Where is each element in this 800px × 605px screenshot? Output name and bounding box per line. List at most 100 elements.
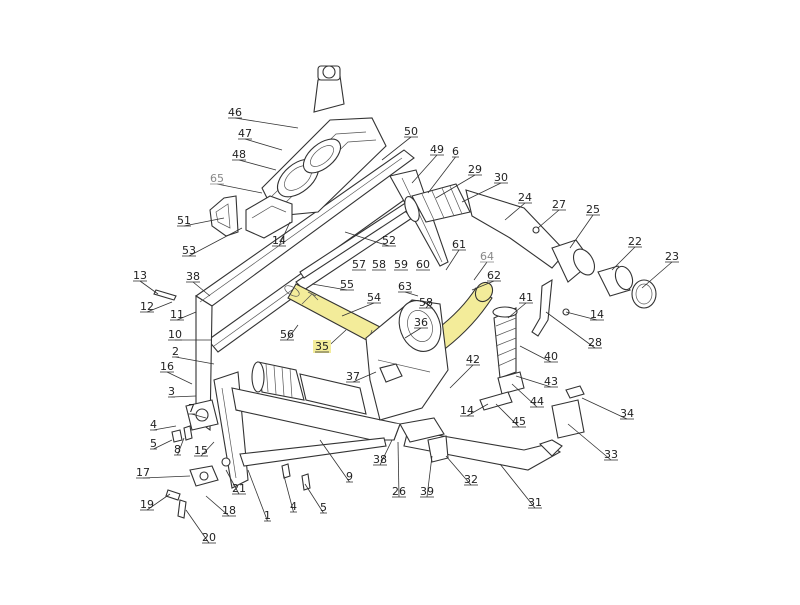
callout-leader-44	[511, 383, 538, 408]
callout-number-18[interactable]: 18	[222, 504, 236, 517]
callout-number-64[interactable]: 64	[480, 250, 494, 263]
callout-number-41[interactable]: 41	[519, 291, 533, 304]
callout-number-27[interactable]: 27	[552, 198, 566, 211]
callout-number-47[interactable]: 47	[238, 127, 252, 140]
callout-number-61[interactable]: 61	[452, 238, 466, 251]
callout-number-46[interactable]: 46	[228, 106, 242, 119]
callout-number-23[interactable]: 23	[665, 250, 679, 263]
callout-number-5[interactable]: 5	[150, 437, 157, 450]
callout-leader-29	[435, 174, 476, 199]
callout-number-63[interactable]: 63	[398, 280, 412, 293]
callout-leader-43	[515, 375, 552, 388]
callout-leader-53	[188, 227, 243, 257]
callout-number-56[interactable]: 56	[280, 328, 294, 341]
callout-number-44[interactable]: 44	[530, 395, 544, 408]
callout-number-5[interactable]: 5	[320, 501, 327, 514]
callout-leader-8	[177, 437, 185, 456]
callout-number-35[interactable]: 35	[315, 340, 329, 353]
callout-leader-54	[341, 302, 375, 317]
callout-number-2[interactable]: 2	[172, 345, 179, 358]
callout-leader-27	[537, 209, 560, 229]
callout-number-62[interactable]: 62	[487, 269, 501, 282]
callout-number-34[interactable]: 34	[620, 407, 634, 420]
callout-number-29[interactable]: 29	[468, 163, 482, 176]
callout-number-9[interactable]: 9	[346, 470, 353, 483]
callout-leader-17	[142, 475, 191, 479]
callout-number-33[interactable]: 33	[604, 448, 618, 461]
callout-number-36[interactable]: 36	[414, 316, 428, 329]
callout-leader-16	[166, 371, 193, 385]
callout-number-39[interactable]: 39	[420, 485, 434, 498]
callout-leader-33	[567, 423, 612, 461]
callout-leader-3	[171, 395, 197, 398]
callout-number-48[interactable]: 48	[232, 148, 246, 161]
hose-right-top	[404, 183, 567, 269]
callout-number-19[interactable]: 19	[140, 498, 154, 511]
callout-leader-41	[507, 302, 527, 319]
callout-number-25[interactable]: 25	[586, 203, 600, 216]
callout-number-37[interactable]: 37	[346, 370, 360, 383]
callout-number-49[interactable]: 49	[430, 143, 444, 156]
callout-leader-38	[379, 439, 393, 466]
callout-number-52[interactable]: 52	[382, 234, 396, 247]
callout-number-32[interactable]: 32	[464, 473, 478, 486]
callout-number-38[interactable]: 38	[186, 270, 200, 283]
callout-number-14[interactable]: 14	[272, 234, 286, 247]
callout-leader-14	[565, 311, 598, 321]
callout-leader-22	[611, 246, 636, 271]
callout-number-42[interactable]: 42	[466, 353, 480, 366]
callout-number-30[interactable]: 30	[494, 171, 508, 184]
callout-number-22[interactable]: 22	[628, 235, 642, 248]
callout-number-51[interactable]: 51	[177, 214, 191, 227]
callout-number-6[interactable]: 6	[452, 145, 459, 158]
callout-number-38[interactable]: 38	[373, 453, 387, 466]
callout-number-14[interactable]: 14	[590, 308, 604, 321]
callout-leader-30	[461, 182, 502, 203]
callout-number-8[interactable]: 8	[174, 443, 181, 456]
callout-number-54[interactable]: 54	[367, 291, 381, 304]
callout-number-15[interactable]: 15	[194, 444, 208, 457]
part-23-clamp	[631, 279, 657, 309]
callout-number-12[interactable]: 12	[140, 300, 154, 313]
callout-number-4[interactable]: 4	[150, 418, 157, 431]
callout-number-1[interactable]: 1	[264, 509, 271, 522]
callout-leader-47	[244, 138, 283, 151]
callout-number-31[interactable]: 31	[528, 496, 542, 509]
hose-left	[251, 361, 367, 415]
callout-number-21[interactable]: 21	[232, 482, 246, 495]
callout-leader-21	[225, 469, 240, 495]
callout-number-40[interactable]: 40	[544, 350, 558, 363]
callout-leader-55	[311, 283, 348, 291]
callout-number-43[interactable]: 43	[544, 375, 558, 388]
callout-number-7[interactable]: 7	[188, 402, 195, 415]
callout-number-26[interactable]: 26	[392, 485, 406, 498]
part-32-bracket	[427, 435, 449, 463]
callout-leader-37	[352, 371, 377, 383]
callout-number-24[interactable]: 24	[518, 191, 532, 204]
callout-number-53[interactable]: 53	[182, 244, 196, 257]
callout-number-45[interactable]: 45	[512, 415, 526, 428]
callout-number-65[interactable]: 65	[210, 172, 224, 185]
callout-number-58[interactable]: 58	[372, 258, 386, 271]
callout-number-13[interactable]: 13	[133, 269, 147, 282]
mount-bracket	[185, 399, 219, 487]
callout-number-50[interactable]: 50	[404, 125, 418, 138]
callout-number-10[interactable]: 10	[168, 328, 182, 341]
part-33-plate	[551, 399, 585, 439]
callout-number-20[interactable]: 20	[202, 531, 216, 544]
callout-number-14[interactable]: 14	[460, 404, 474, 417]
callout-number-55[interactable]: 55	[340, 278, 354, 291]
callout-number-59[interactable]: 59	[394, 258, 408, 271]
callout-number-58[interactable]: 58	[419, 296, 433, 309]
callout-number-57[interactable]: 57	[352, 258, 366, 271]
callout-number-3[interactable]: 3	[168, 385, 175, 398]
callout-number-28[interactable]: 28	[588, 336, 602, 349]
callout-number-4[interactable]: 4	[290, 500, 297, 513]
callout-leader-14	[278, 221, 291, 247]
callout-number-11[interactable]: 11	[170, 308, 184, 321]
callout-number-60[interactable]: 60	[416, 258, 430, 271]
callout-leader-5	[304, 483, 324, 514]
callout-number-16[interactable]: 16	[160, 360, 174, 373]
callout-number-17[interactable]: 17	[136, 466, 150, 479]
callout-leader-19	[146, 493, 171, 511]
